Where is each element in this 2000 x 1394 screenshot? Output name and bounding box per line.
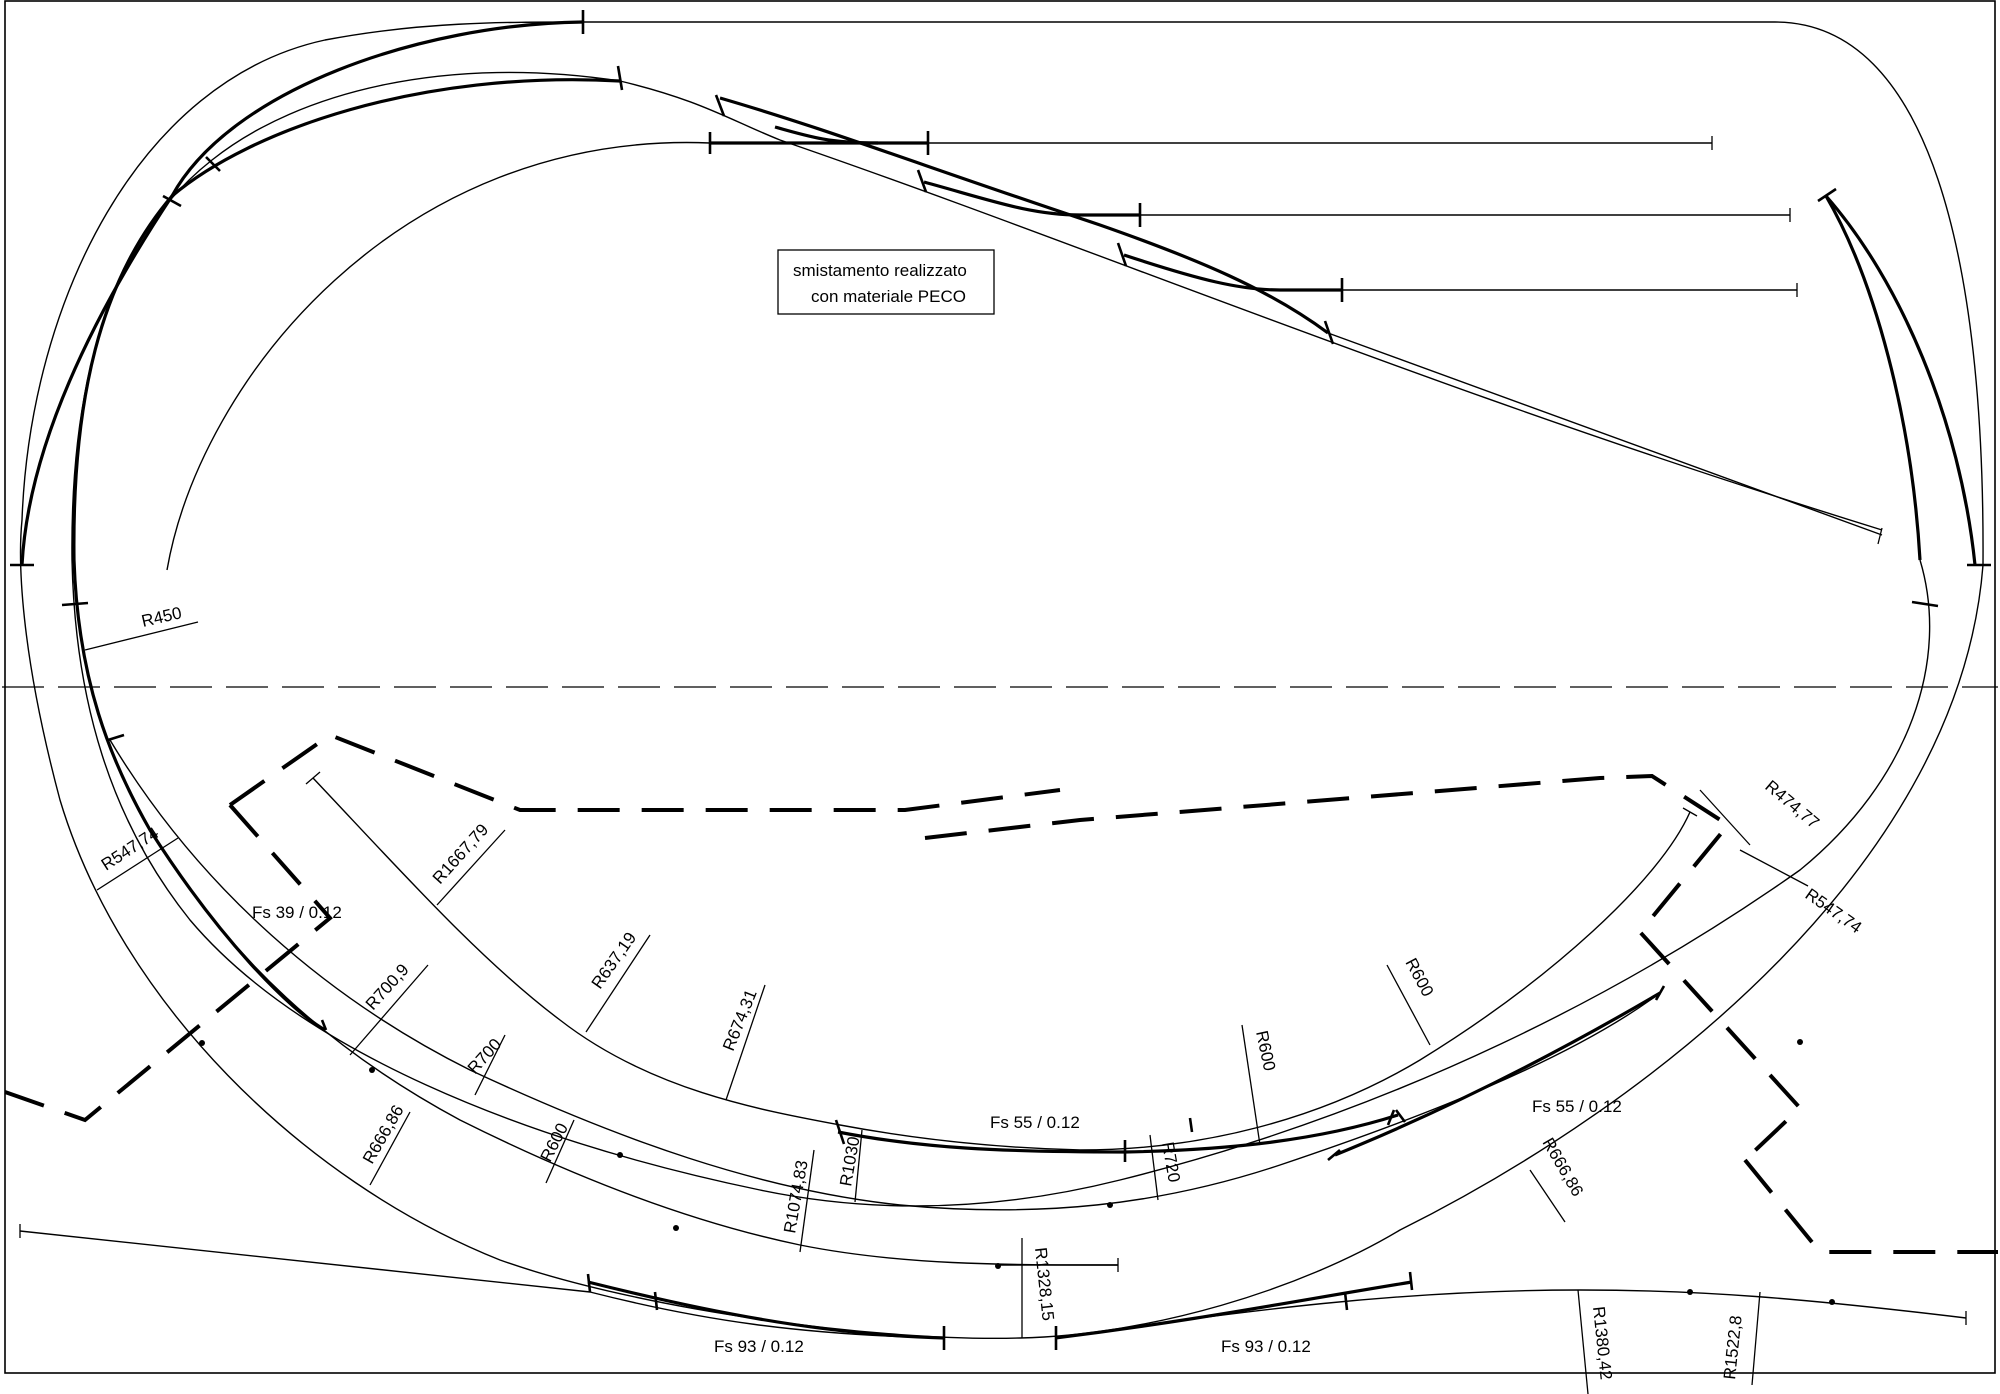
middle-track-1: [109, 739, 1661, 1211]
yard-lead-extension: [1327, 332, 1883, 536]
middle-track-2: [149, 829, 1119, 1266]
yard-siding-2-curve: [923, 180, 1140, 217]
radius-leaders: [84, 621, 1809, 1394]
boundary-dashed-upper: [228, 732, 1061, 812]
label-r600-upper: R600: [1401, 955, 1437, 1000]
yard-siding-3-curve: [1123, 253, 1342, 292]
boundary-dashed-left: [4, 803, 333, 1123]
inner-loop-main: [71, 71, 1931, 1207]
bottom-track-left: [19, 1230, 946, 1339]
boundary-dashed-right-upper: [924, 773, 1803, 1162]
lower-rail-joint-ticks: [107, 733, 1666, 1350]
label-r637-19: R637,19: [588, 929, 640, 993]
label-fs39: Fs 39 / 0.12: [252, 903, 342, 922]
bottom-track-thick-right: [1054, 1280, 1413, 1340]
note-line-2: con materiale PECO: [811, 287, 966, 306]
fs55-right-thick: [1334, 991, 1661, 1157]
label-r700-9: R700,9: [362, 960, 413, 1013]
label-r1328-15: R1328,15: [1031, 1246, 1058, 1321]
yard-siding-1-diverge: [774, 125, 879, 145]
label-r674-31: R674,31: [719, 987, 761, 1054]
lower-inner-curve: [312, 777, 1691, 1151]
label-r547-74-right: R547,74: [1802, 885, 1866, 937]
label-r1522-8: R1522,8: [1720, 1315, 1746, 1381]
label-r666-86-right: R666,86: [1539, 1135, 1588, 1200]
label-r1030: R1030: [836, 1135, 863, 1188]
label-r600-mid: R600: [1252, 1029, 1279, 1073]
rail-joint-ticks: [10, 10, 1991, 608]
buffer-stop: [1877, 527, 1883, 545]
inner-loop-thick-right: [1824, 195, 1922, 561]
bottom-track-thick-left: [587, 1280, 946, 1340]
outer-loop-track: [19, 21, 1984, 1340]
note-line-1: smistamento realizzato: [793, 261, 967, 280]
label-r1380-42: R1380,42: [1589, 1305, 1616, 1380]
note-box: [777, 249, 995, 315]
outer-loop-turnout-right: [1824, 194, 1977, 566]
label-r720: R720: [1158, 1140, 1184, 1183]
yard-inner-arc: [166, 141, 711, 571]
label-fs93-right: Fs 93 / 0.12: [1221, 1337, 1311, 1356]
label-fs93-left: Fs 93 / 0.12: [714, 1337, 804, 1356]
bottom-track-right: [1054, 1289, 1967, 1339]
label-fs55-right: Fs 55 / 0.12: [1532, 1097, 1622, 1116]
buffer-stop: [1682, 807, 1698, 817]
outer-loop-turnout-left: [20, 20, 584, 566]
label-fs55-mid: Fs 55 / 0.12: [990, 1113, 1080, 1132]
survey-points: [199, 1039, 1835, 1305]
label-r700: R700: [464, 1035, 505, 1078]
inner-loop-track: [619, 80, 1883, 531]
boundary-dashed-right-lower: [1743, 1158, 1998, 1254]
label-r600-lower: R600: [537, 1120, 572, 1165]
buffer-stop: [305, 771, 321, 785]
label-r474-77: R474,77: [1761, 777, 1822, 833]
label-r666-86-left: R666,86: [359, 1102, 408, 1167]
